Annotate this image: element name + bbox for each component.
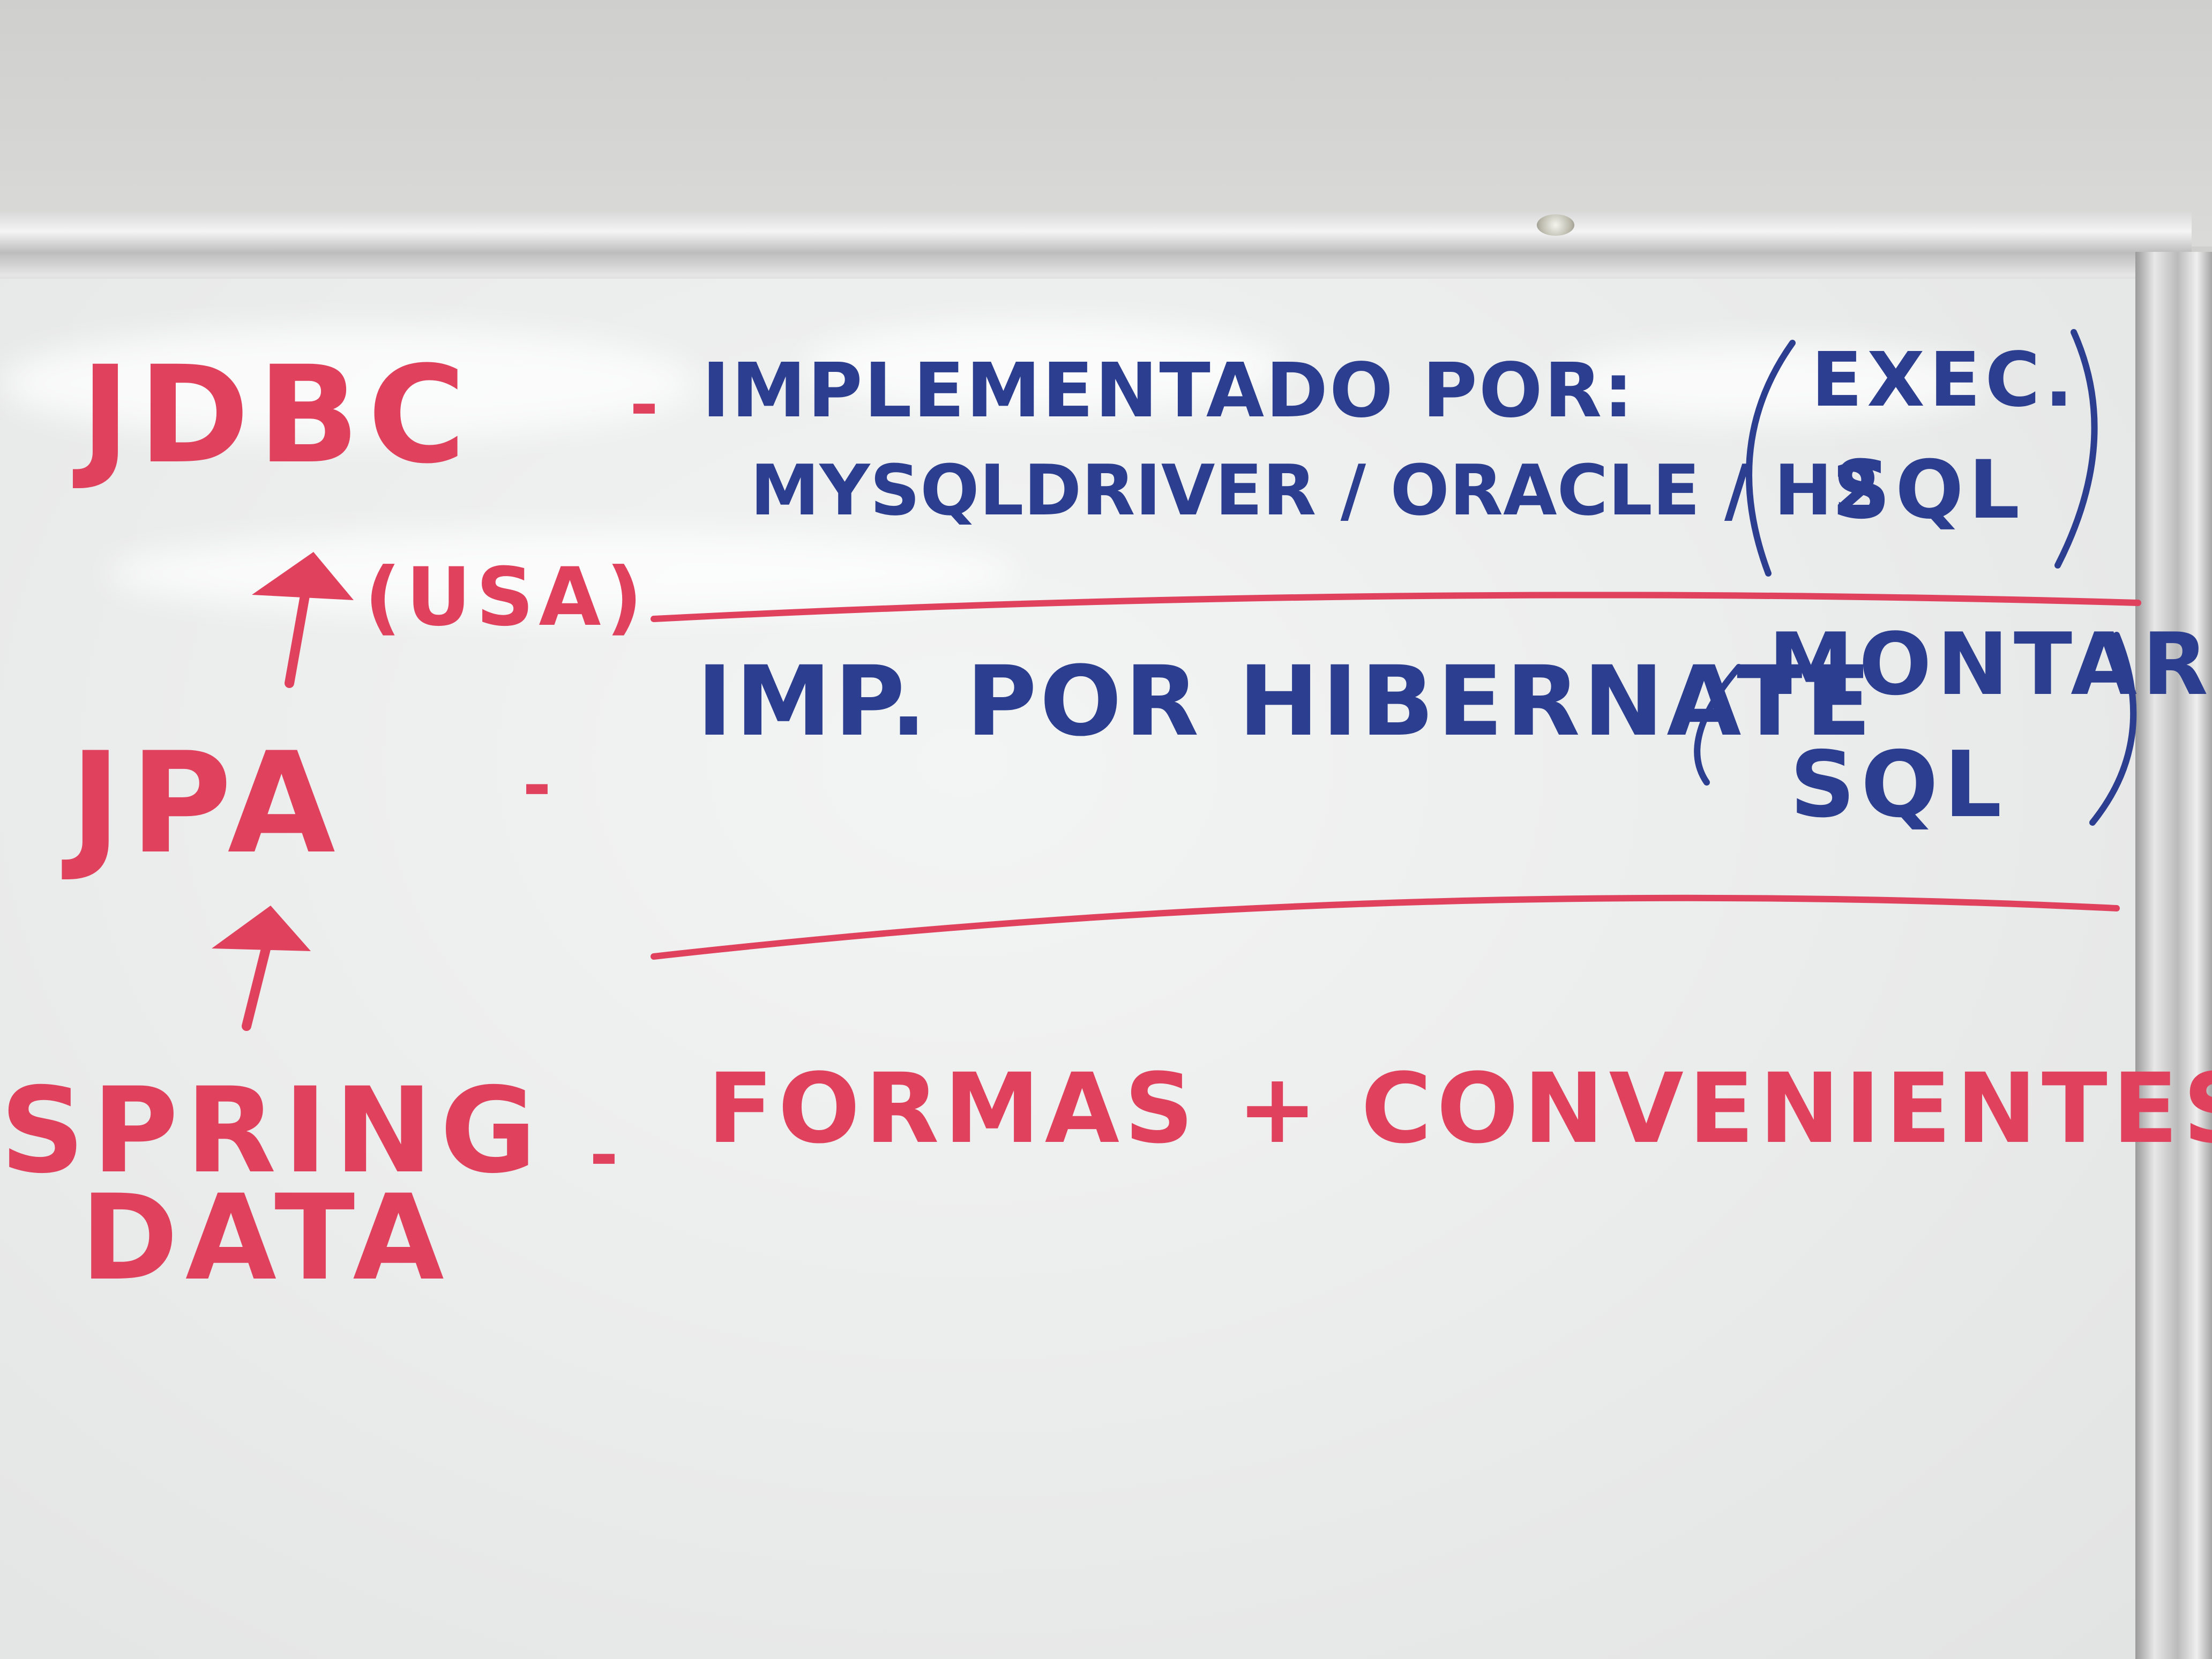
jpa-label: JPA xyxy=(70,723,344,885)
open-paren-icon xyxy=(1746,340,1796,577)
hibernate-text: IMP. POR HIBERNATE xyxy=(697,646,1874,758)
dash: - xyxy=(522,744,556,826)
mounting-screw xyxy=(1537,214,1574,236)
drivers-text: MYSQLDRIVER / ORACLE / H2 xyxy=(750,450,1881,531)
data-label: DATA xyxy=(80,1169,451,1306)
spring-label: SPRING xyxy=(0,1062,544,1199)
light-glare xyxy=(804,322,1286,413)
implemented-by-text: IMPLEMENTADO POR: xyxy=(702,347,1635,435)
up-arrow-icon xyxy=(212,906,311,1031)
up-arrow-icon xyxy=(252,552,354,688)
montar-note: MONTAR xyxy=(1768,614,2212,714)
divider-line-1 xyxy=(651,592,2141,622)
light-glare xyxy=(107,530,1018,616)
light-glare xyxy=(0,327,697,439)
close-paren-icon xyxy=(2054,329,2098,569)
sql-note: SQL xyxy=(1833,444,2025,537)
close-paren-icon xyxy=(2089,632,2137,826)
whiteboard-frame-right xyxy=(2135,252,2212,1659)
dash: - xyxy=(630,364,663,445)
usa-label: (USA) xyxy=(364,551,648,644)
jdbc-label: JDBC xyxy=(80,337,474,493)
exec-note: EXEC. xyxy=(1811,337,2078,424)
whiteboard xyxy=(0,279,2141,1659)
sql-note: SQL xyxy=(1790,732,2007,838)
open-paren-icon xyxy=(1694,664,1742,786)
dash: - xyxy=(589,1114,623,1195)
wall xyxy=(0,0,2212,246)
divider-line-2 xyxy=(651,894,2120,960)
conveniences-text: FORMAS + CONVENIENTES xyxy=(707,1053,2212,1165)
